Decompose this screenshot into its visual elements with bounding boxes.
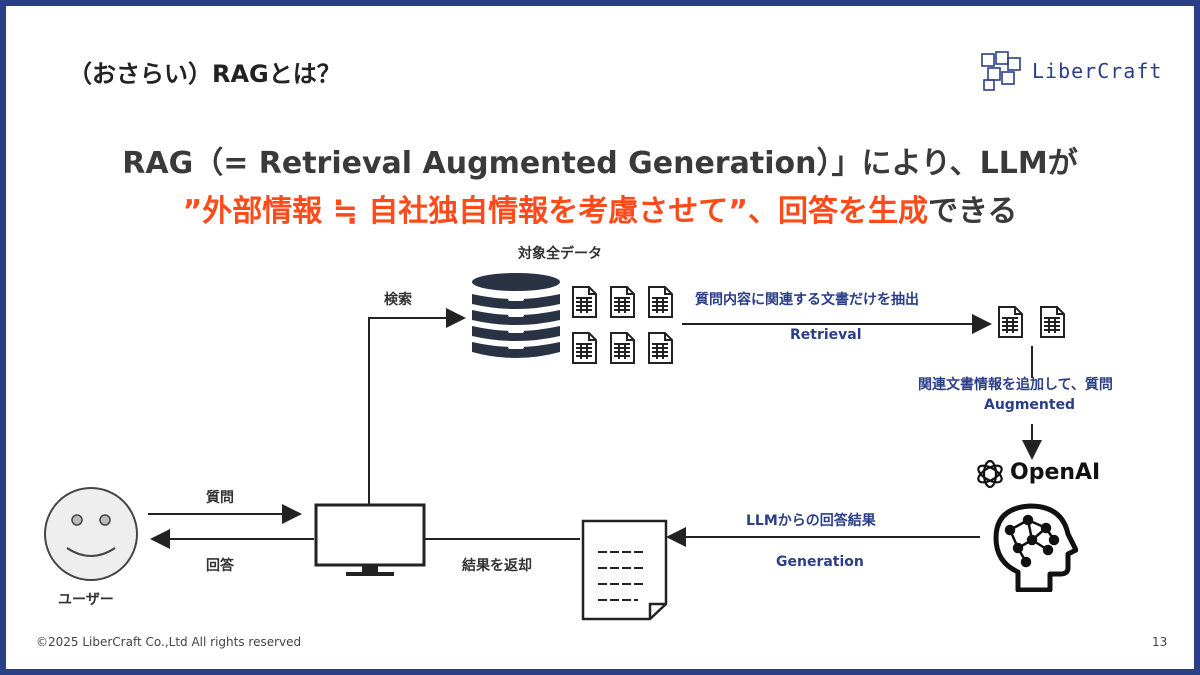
slide-title: （おさらい）RAGとは？ (68, 60, 341, 88)
openai-logo: OpenAI (972, 456, 1102, 492)
return-result-label: 結果を返却 (462, 558, 532, 574)
answer-label: 回答 (206, 558, 234, 574)
openai-knot-icon (977, 459, 1003, 489)
retrieval-description: 質問内容に関連する文書だけを抽出 (695, 292, 919, 308)
search-label: 検索 (384, 292, 412, 308)
ai-brain-icon (993, 503, 1078, 592)
logo-text: LiberCraft (1032, 59, 1163, 83)
company-logo: LiberCraft (978, 48, 1161, 92)
slide: （おさらい）RAGとは？ LiberCraft RAG（= Retrieval … (6, 6, 1194, 669)
retrieval-label: Retrieval (790, 327, 862, 343)
openai-label: OpenAI (1010, 460, 1101, 485)
all-data-label: 対象全データ (518, 246, 602, 262)
headline-line-2: ”外部情報 ≒ 自社独自情報を考慮させて”、回答を生成できる (6, 186, 1194, 230)
headline-highlight: ”外部情報 ≒ 自社独自情報を考慮させて”、回答を生成 (182, 194, 929, 229)
user-smiley-icon (44, 487, 138, 581)
page-number: 13 (1152, 635, 1168, 649)
documents-icon (572, 286, 673, 364)
generation-label: Generation (776, 554, 864, 570)
retrieved-documents-icon (998, 306, 1065, 338)
search-arrow (368, 308, 466, 506)
headline-tail: できる (928, 194, 1018, 229)
result-document-icon (581, 519, 668, 621)
copyright-footer: ©2025 LiberCraft Co.,Ltd All rights rese… (36, 635, 302, 649)
augment-description: 関連文書情報を追加して、質問 (918, 377, 1113, 393)
diagram-connectors (148, 308, 1042, 549)
cubes-logo-icon (981, 51, 1021, 91)
headline-line-1: RAG（= Retrieval Augmented Generation）」によ… (122, 146, 1078, 181)
llm-result-description: LLMからの回答結果 (746, 513, 876, 529)
database-icon (468, 272, 564, 368)
augmented-label: Augmented (984, 397, 1076, 413)
computer-monitor-icon (314, 503, 426, 576)
question-label: 質問 (206, 490, 234, 506)
user-label: ユーザー (58, 592, 114, 608)
